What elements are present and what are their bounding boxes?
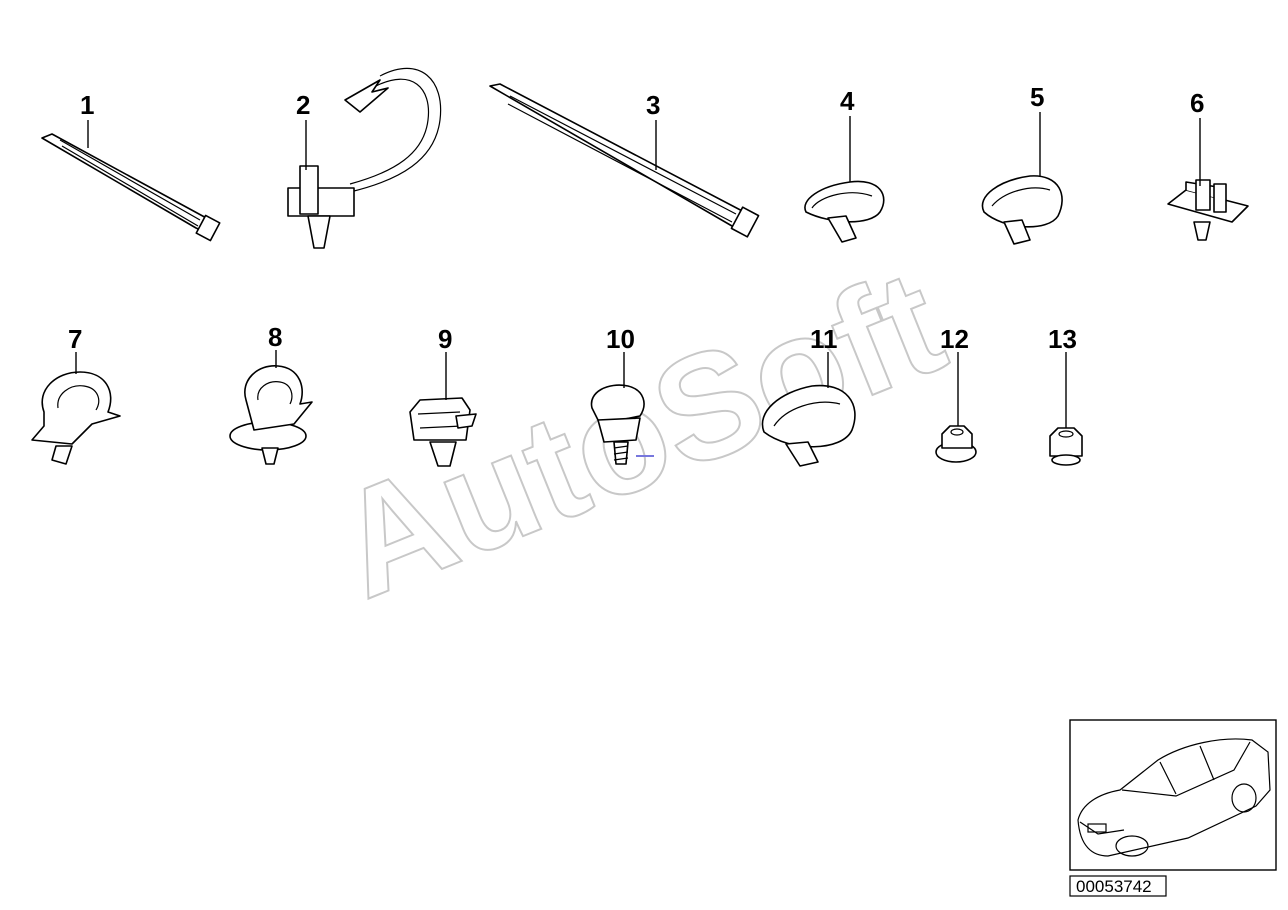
callout-5: 5	[1030, 82, 1044, 112]
callout-12: 12	[940, 324, 969, 354]
callout-1: 1	[80, 90, 94, 120]
drawing-number-box: 00053742	[1069, 875, 1167, 897]
callout-6: 6	[1190, 88, 1204, 118]
drawing-number: 00053742	[1076, 877, 1152, 896]
part-12-hex-nut-flange-icon	[935, 352, 977, 463]
part-3-cable-tie-long-icon	[489, 83, 760, 238]
part-5-cable-clip-wide-icon	[981, 112, 1063, 245]
callout-3: 3	[646, 90, 660, 120]
vehicle-thumbnail	[1069, 719, 1277, 871]
callout-11: 11	[810, 324, 838, 354]
callout-13: 13	[1048, 324, 1077, 354]
car-sedan-icon	[1077, 738, 1271, 857]
part-2-cable-tie-holder-icon	[287, 67, 442, 249]
part-7-hose-clamp-icon	[31, 352, 121, 465]
part-1-cable-tie-icon	[41, 120, 221, 242]
part-6-cable-holder-clip-icon	[1167, 118, 1249, 241]
callout-4: 4	[840, 86, 855, 116]
part-13-hex-nut-lock-icon	[1049, 352, 1083, 466]
callout-7: 7	[68, 324, 82, 354]
callout-8: 8	[268, 322, 282, 352]
callout-2: 2	[296, 90, 310, 120]
callout-10: 10	[606, 324, 635, 354]
part-4-cable-clip-icon	[804, 116, 885, 243]
part-9-cable-clip-rivet-icon	[409, 352, 477, 467]
part-10-cable-clip-screw-icon	[590, 352, 654, 465]
part-11-cable-clip-large-icon	[761, 352, 856, 467]
callout-9: 9	[438, 324, 452, 354]
watermark: AutoSoft	[313, 236, 965, 631]
part-8-hose-clamp-rivet-icon	[229, 350, 313, 465]
watermark-text: AutoSoft	[314, 237, 964, 630]
